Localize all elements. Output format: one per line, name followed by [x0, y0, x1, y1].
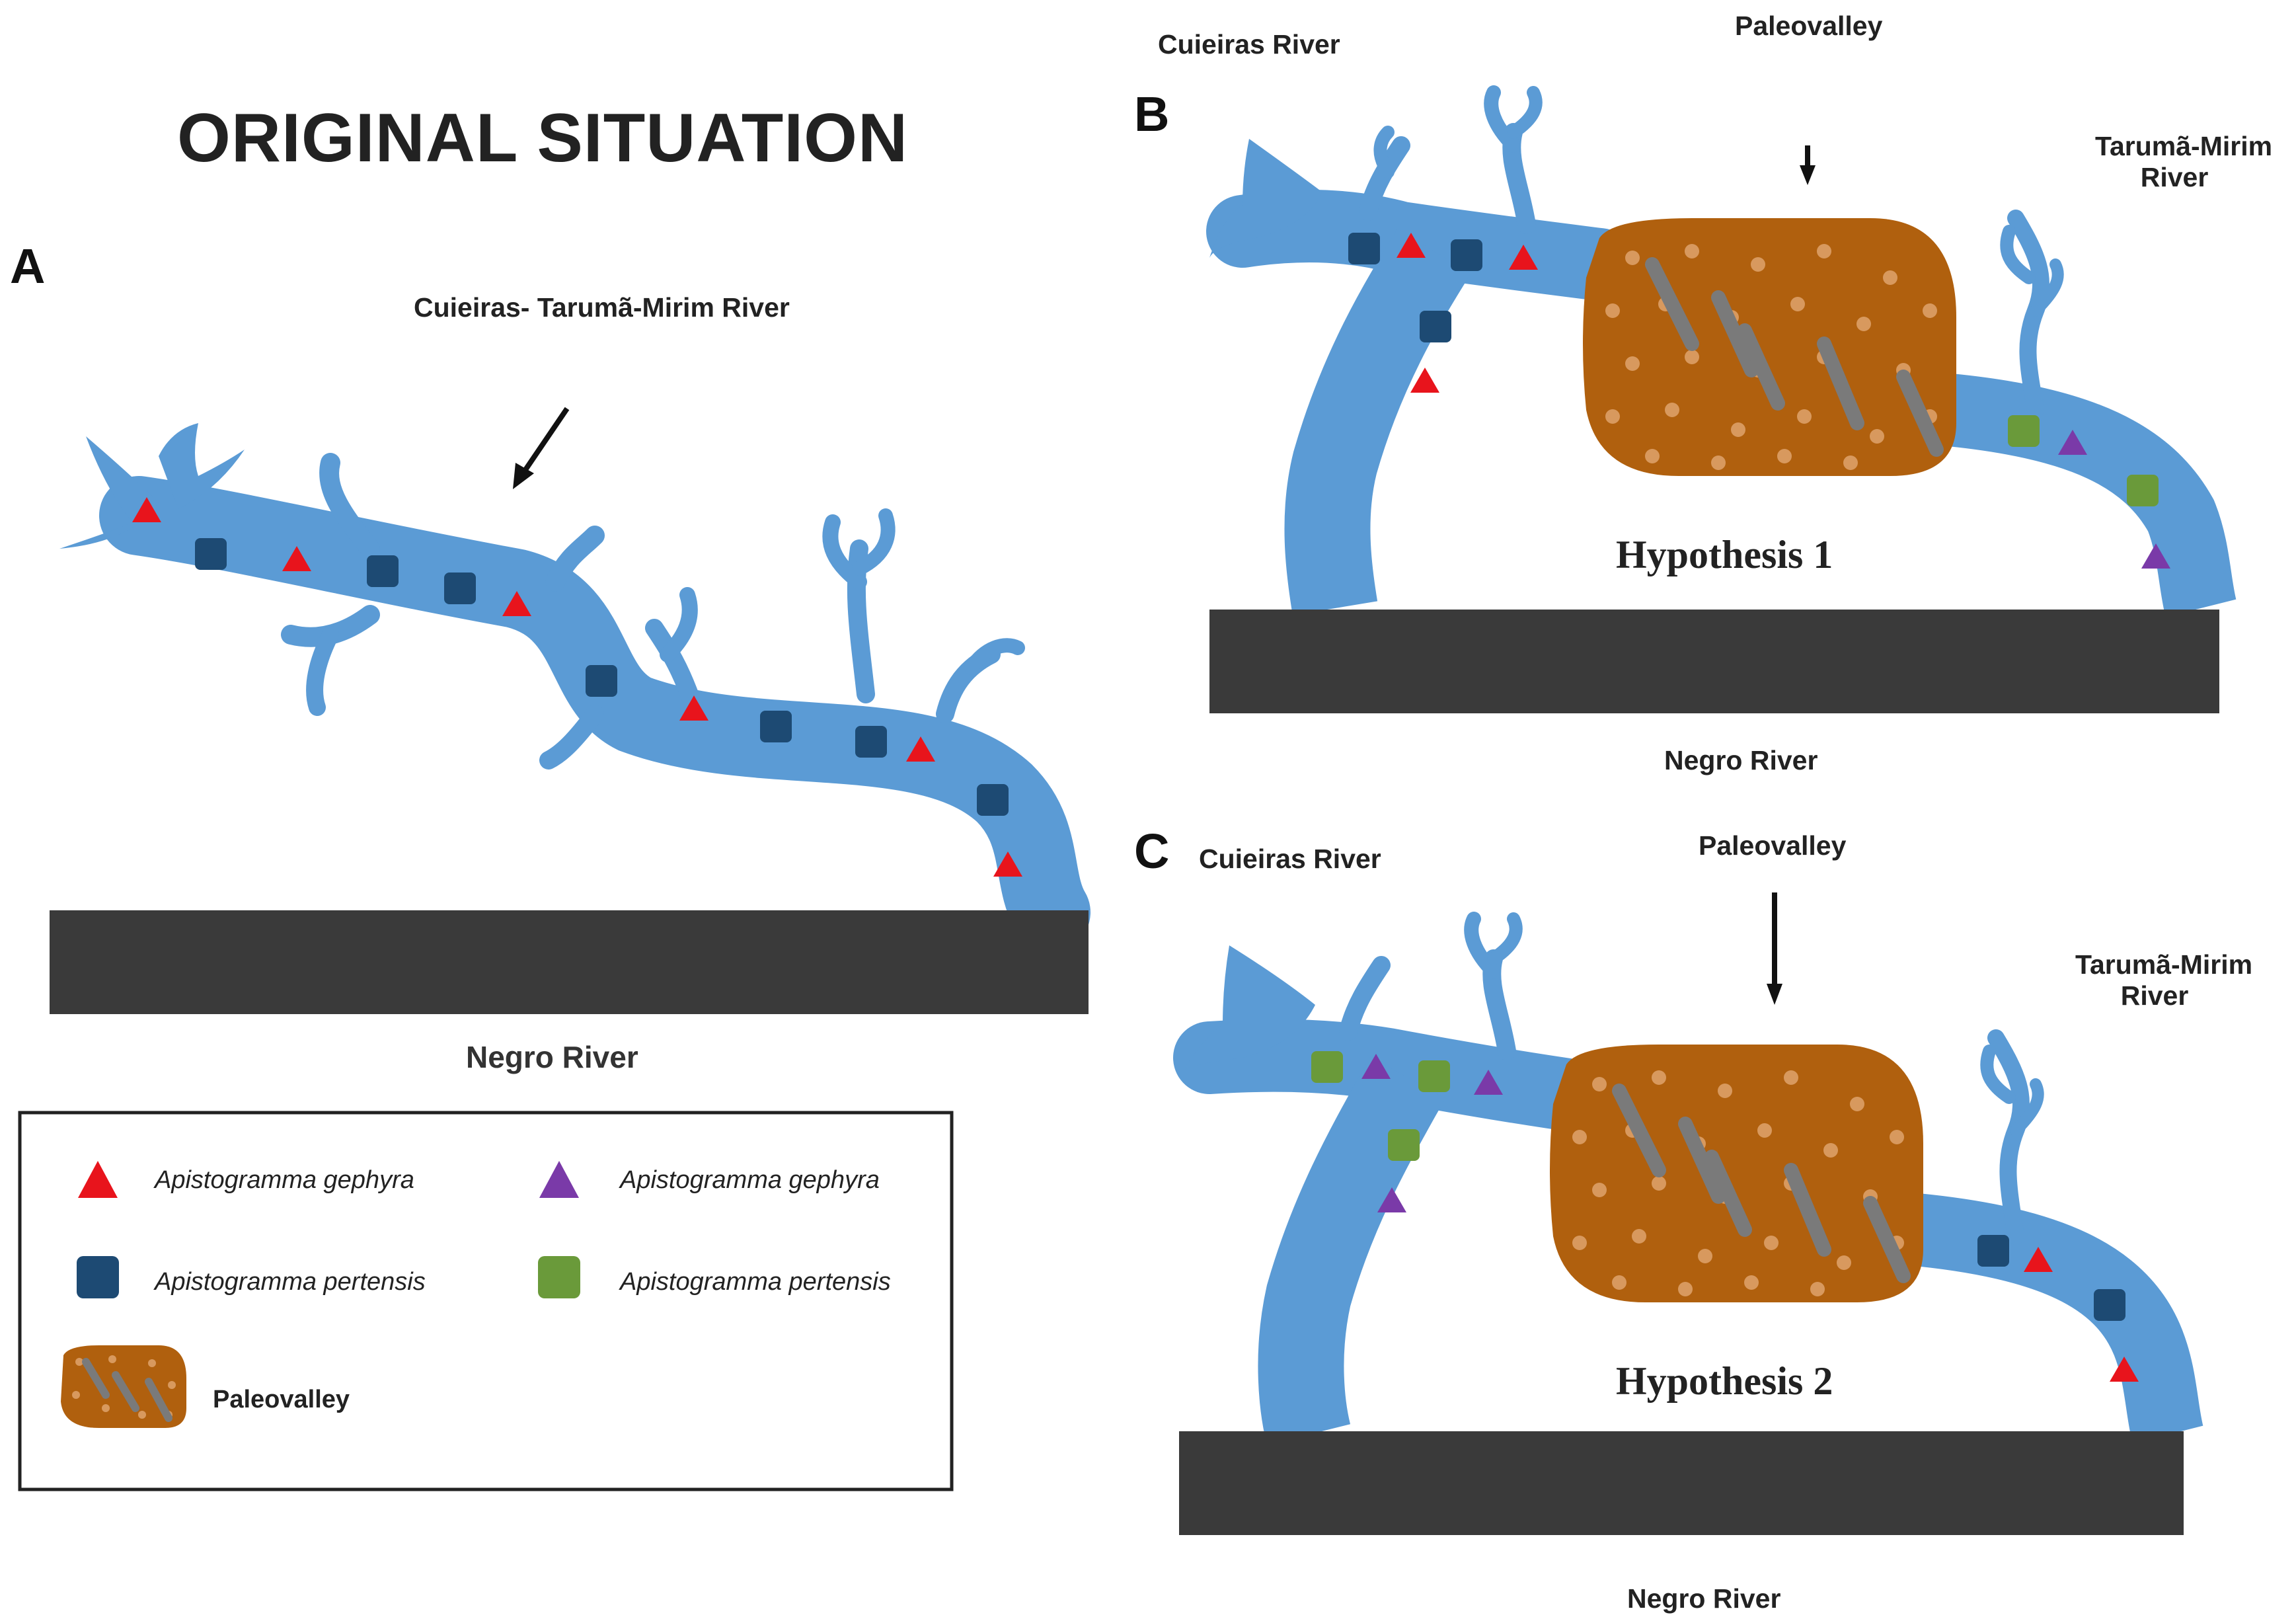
- gephyra-purple-marker: [2141, 543, 2170, 569]
- legend-label-gephyra-purple: Apistogramma gephyra: [620, 1166, 880, 1194]
- panel-c-right-river-line1: Tarumã-Mirim: [2075, 949, 2253, 980]
- pertensis-marker: [444, 573, 476, 604]
- pertensis-marker: [1420, 311, 1451, 342]
- panel-b-paleovalley-label: Paleovalley: [1735, 11, 1883, 41]
- panel-a-arrow: [519, 407, 570, 477]
- panel-b-letter: B: [1134, 87, 1170, 141]
- panel-a-negro-label: Negro River: [466, 1040, 638, 1074]
- panel-b-river-network: [1206, 85, 2237, 617]
- legend-label-pertensis-green: Apistogramma pertensis: [620, 1268, 891, 1296]
- gephyra-marker: [132, 497, 161, 522]
- gephyra-marker: [502, 591, 531, 616]
- pertensis-green-marker: [1418, 1060, 1450, 1092]
- panel-c-letter: C: [1134, 824, 1170, 879]
- pertensis-marker: [367, 555, 399, 587]
- panel-c-negro-bar: [1179, 1431, 2184, 1535]
- panel-b-right-river-line1: Tarumã-Mirim: [2095, 131, 2273, 161]
- pertensis-marker: [977, 784, 1009, 816]
- gephyra-purple-marker: [1474, 1070, 1503, 1095]
- panel-a-main-channel: [99, 476, 1091, 952]
- panel-a-title: ORIGINAL SITUATION: [177, 100, 909, 177]
- pertensis-marker: [2094, 1289, 2125, 1321]
- panel-c-paleovalley-label: Paleovalley: [1699, 830, 1847, 861]
- pertensis-green-marker: [1311, 1051, 1343, 1083]
- panel-c-negro-label: Negro River: [1627, 1583, 1781, 1614]
- gephyra-marker: [679, 695, 708, 721]
- panel-c-right-river-line2: River: [2120, 980, 2189, 1011]
- panel-a-letter: A: [10, 239, 46, 294]
- pertensis-marker: [1348, 233, 1380, 264]
- panel-b-negro-label: Negro River: [1664, 745, 1818, 775]
- legend-paleovalley-swatch: [61, 1345, 186, 1428]
- pertensis-marker: [1451, 239, 1482, 271]
- pertensis-marker: [195, 538, 227, 570]
- panel-c-species-markers: [1311, 1051, 2139, 1382]
- legend-label-paleovalley: Paleovalley: [213, 1386, 350, 1413]
- gephyra-marker: [2024, 1247, 2053, 1272]
- panel-c-right-river-label: Tarumã-Mirim River: [2075, 949, 2253, 1011]
- legend-gephyra-red-swatch: [78, 1161, 118, 1198]
- gephyra-marker: [1397, 233, 1426, 258]
- gephyra-marker: [2110, 1357, 2139, 1382]
- pertensis-marker: [760, 711, 792, 742]
- pertensis-green-marker: [2008, 415, 2040, 447]
- gephyra-marker: [1410, 368, 1439, 393]
- panel-c-paleovalley-stripes: [1612, 1084, 1911, 1283]
- gephyra-purple-marker: [1377, 1187, 1406, 1212]
- panel-a-river-label: Cuieiras- Tarumã-Mirim River: [414, 292, 790, 323]
- panel-b-hypothesis-label: Hypothesis 1: [1616, 533, 1833, 576]
- legend-gephyra-purple-swatch: [539, 1161, 579, 1198]
- pertensis-green-marker: [1388, 1129, 1420, 1161]
- pertensis-marker: [1977, 1235, 2009, 1267]
- legend-label-gephyra-red: Apistogramma gephyra: [155, 1166, 414, 1194]
- panel-b-species-markers: [1348, 233, 2170, 569]
- panel-b-right-river-line2: River: [2140, 162, 2209, 192]
- panel-b-negro-bar: [1209, 610, 2219, 713]
- pertensis-green-marker: [2127, 475, 2159, 506]
- legend-label-pertensis-navy: Apistogramma pertensis: [155, 1268, 426, 1296]
- pertensis-marker: [855, 726, 887, 758]
- gephyra-marker: [906, 736, 935, 762]
- legend-pertensis-green-swatch: [538, 1256, 580, 1298]
- gephyra-purple-marker: [1361, 1054, 1391, 1079]
- gephyra-purple-marker: [2058, 430, 2087, 455]
- panel-b-paleovalley: [1583, 218, 1956, 476]
- panel-c-left-river-label: Cuieiras River: [1199, 844, 1381, 874]
- panel-a-river-network: [59, 423, 1091, 952]
- panel-c-hypothesis-label: Hypothesis 2: [1616, 1359, 1833, 1403]
- panel-b-paleovalley-stripes: [1645, 257, 1944, 457]
- gephyra-marker: [282, 546, 311, 571]
- panel-a-negro-bar: [50, 910, 1089, 1014]
- panel-a-tributary: [319, 453, 380, 559]
- panel-c-paleovalley: [1550, 1045, 1923, 1302]
- pertensis-marker: [586, 665, 617, 697]
- panel-b-right-river-label: Tarumã-Mirim River: [2095, 131, 2273, 193]
- gephyra-marker: [993, 851, 1022, 877]
- legend-pertensis-navy-swatch: [77, 1256, 119, 1298]
- panel-a-species-markers: [132, 497, 1022, 877]
- panel-b-left-river-label: Cuieiras River: [1158, 29, 1340, 59]
- gephyra-marker: [1509, 245, 1538, 270]
- legend-box: [18, 1111, 954, 1491]
